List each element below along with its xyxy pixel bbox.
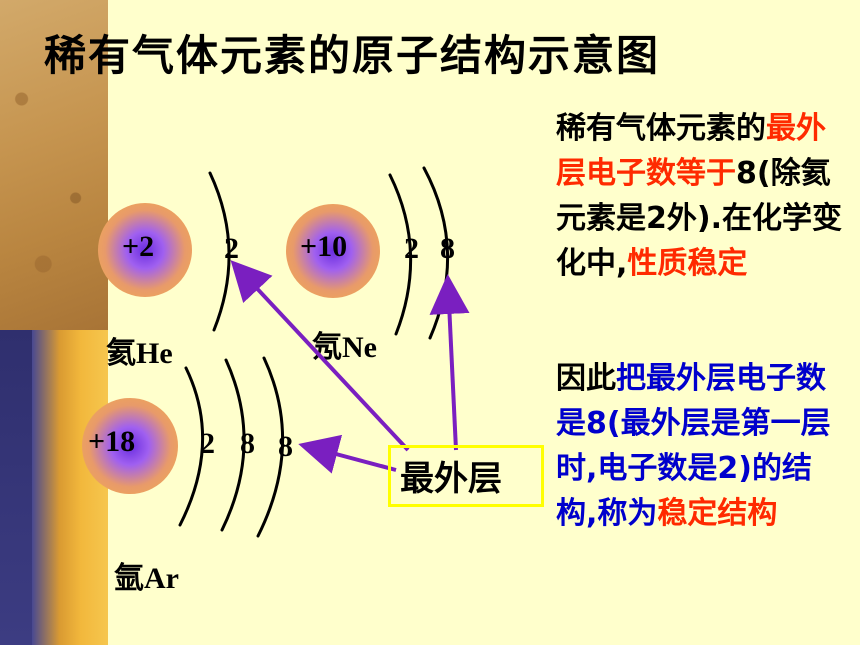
outer-shell-callout-label: 最外层 [400, 459, 502, 499]
argon-shell-arc-2 [220, 358, 246, 532]
helium-nucleus [98, 203, 192, 297]
explanation-1-text-2: 8(除氦元素是2外).在化学变化中, [556, 156, 842, 281]
page-title: 稀有气体元素的原子结构示意图 [44, 31, 661, 80]
argon-label: 氩Ar [114, 562, 179, 595]
neon-shell-arc-1 [388, 173, 413, 336]
outer-shell-callout-box [388, 445, 544, 507]
explanation-1: 稀有气体元素的最外层电子数等于8(除氦元素是2外).在化学变化中,性质稳定 [556, 106, 846, 286]
explanation-1-text: 稀有气体元素的 [556, 111, 766, 146]
explanation-1-highlight: 最外层电子数等于 [556, 111, 826, 191]
neon-charge: +10 [300, 230, 348, 263]
explanation-2-highlight-2: 稳定结构 [657, 496, 778, 531]
explanation-2-text: 因此 [556, 361, 616, 396]
arrow-to-helium [230, 260, 410, 452]
argon-shell-arc-1 [178, 366, 205, 527]
helium-shell-arc [208, 171, 231, 332]
argon-charge: +18 [88, 425, 136, 458]
explanation-2: 因此把最外层电子数是8(最外层是第一层时,电子数是2)的结构,称为稳定结构 [556, 356, 846, 536]
helium-label: 氦He [106, 337, 173, 370]
decorative-key-image [0, 0, 108, 330]
arrow-to-neon [429, 274, 470, 451]
decorative-stripe-dark [0, 330, 32, 645]
arrow-to-argon [298, 434, 397, 474]
neon-nucleus [286, 204, 380, 298]
argon-nucleus [82, 398, 178, 494]
explanation-2-highlight: 把最外层电子数是8(最外层是第一层时,电子数是2)的结构,称为 [556, 361, 831, 531]
argon-shell-arc-3 [256, 356, 284, 538]
helium-charge: +2 [122, 230, 155, 263]
neon-shell-arc-2 [422, 166, 450, 340]
explanation-1-highlight-2: 性质稳定 [627, 246, 748, 281]
